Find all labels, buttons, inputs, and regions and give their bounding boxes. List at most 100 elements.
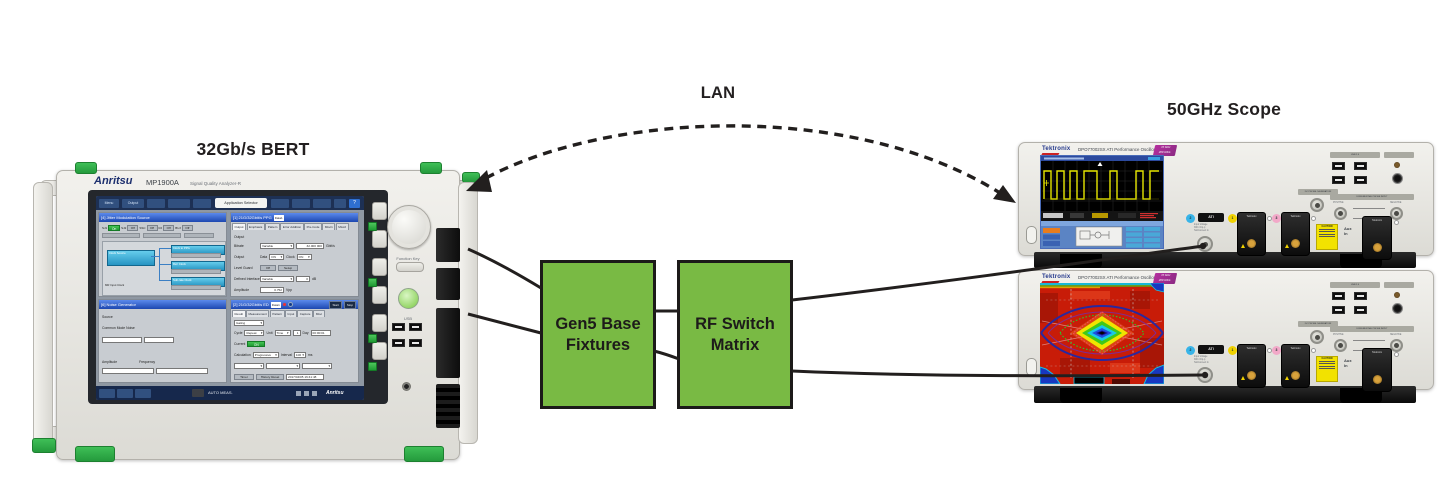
output-section-label: Output bbox=[234, 235, 245, 239]
ati-sub3: TekConnect In bbox=[1194, 361, 1209, 364]
probe-module: Tektronix bbox=[1281, 212, 1310, 256]
bert-heatsink bbox=[436, 384, 460, 428]
cable-gen5-to-rf-2 bbox=[653, 349, 680, 361]
jitter-value-cell bbox=[102, 233, 140, 238]
ref-clock-value bbox=[171, 269, 221, 274]
clock-on-value: ON bbox=[298, 255, 304, 259]
bert-model: MP1900A bbox=[146, 178, 179, 187]
offset-value: 0 bbox=[306, 277, 308, 281]
ppg-panel-title: [1] 21G/32Gbit/s PPG Data1 bbox=[231, 213, 358, 222]
chevron-down-icon: ▾ bbox=[275, 353, 277, 357]
usb-port bbox=[409, 323, 422, 331]
tab-error-addition: Error Addition bbox=[280, 223, 304, 230]
jitter-panel: [4] Jitter Modulation Source SJ1 On SJ2 … bbox=[98, 212, 227, 297]
usb-port bbox=[1332, 292, 1345, 300]
panel-dot bbox=[1267, 348, 1272, 353]
defined-interface-select: Variable▾ bbox=[260, 276, 294, 282]
clock-source-text: Clock Source bbox=[109, 250, 126, 255]
usb-port bbox=[1332, 176, 1345, 184]
calculation-select: Progressive▾ bbox=[252, 352, 279, 358]
badge-bottom-text: 200 GS/s bbox=[1158, 277, 1172, 282]
panel-dot bbox=[1267, 216, 1272, 221]
audio-jack-small bbox=[1394, 292, 1400, 298]
lan-dashed-arc bbox=[485, 124, 1001, 195]
statusbar-anritsu-logo: Anritsu bbox=[326, 389, 344, 396]
ati-label-chip: ATI bbox=[1198, 213, 1224, 222]
bitrate-row: Bitrate Variable▾ 32.000 000 Gbit/s bbox=[234, 242, 355, 250]
offset-field: 0 bbox=[296, 276, 310, 282]
ppg-tabs: Output Emphasis Pattern Error Addition P… bbox=[232, 223, 357, 230]
ed-panel: [2] 21G/32Gbit/s ED Data1 Start Stop Res… bbox=[230, 299, 359, 383]
ati-label-chip: ATI bbox=[1198, 345, 1224, 354]
noise-source-label: Source bbox=[102, 315, 113, 319]
bert-instrument: Anritsu MP1900A Signal Quality Analyzer-… bbox=[30, 158, 482, 464]
bitrate-value-field: 32.000 000 bbox=[296, 243, 324, 249]
clock-on-select: ON▾ bbox=[296, 254, 312, 260]
bert-right-handle bbox=[458, 182, 478, 444]
usb-label: USB bbox=[403, 316, 413, 321]
bert-model-desc: Signal Quality Analyzer-R bbox=[190, 181, 242, 186]
probe-connector bbox=[1247, 239, 1256, 248]
clock-to-ppg-value bbox=[171, 253, 221, 258]
chevron-down-icon: ▾ bbox=[290, 244, 292, 248]
softkey-button bbox=[372, 258, 387, 276]
statusbar-button bbox=[99, 388, 115, 398]
start-button: Start bbox=[329, 300, 342, 309]
cycle-label: Cycle bbox=[234, 331, 243, 335]
clock-label: Clock bbox=[286, 255, 295, 259]
probe-connector bbox=[1373, 243, 1382, 252]
application-selector-button: Application Selector bbox=[215, 198, 267, 208]
interval-label: Interval bbox=[280, 353, 292, 357]
tab-misc2: Misc2 bbox=[335, 223, 349, 230]
panel-dot bbox=[1394, 220, 1399, 225]
gen5-label-line1: Gen5 Base bbox=[555, 315, 641, 333]
usb-panel-label: USB 2.0 bbox=[1330, 152, 1380, 158]
unit-select: Time▾ bbox=[274, 330, 291, 336]
panel-dot bbox=[1311, 348, 1316, 353]
chevron-down-icon: ▾ bbox=[280, 255, 283, 259]
help-button: ? bbox=[349, 198, 360, 208]
channel-2-text: 2 bbox=[1189, 216, 1192, 220]
menu-button: Menu bbox=[99, 198, 119, 208]
status-indicator-dot bbox=[287, 302, 293, 307]
selector-row: ▾ ▾ ▾ bbox=[234, 362, 355, 370]
warning-triangle-icon bbox=[1241, 244, 1245, 248]
ref-clock-text: Ref. Clock bbox=[173, 261, 186, 266]
chevron-down-icon: ▾ bbox=[302, 353, 304, 357]
tab-output: Output bbox=[232, 223, 247, 230]
cycle-value: Repeat bbox=[246, 331, 257, 335]
probe-connector bbox=[1291, 371, 1300, 380]
channel-2-badge: 2 bbox=[1186, 214, 1195, 223]
power-button bbox=[398, 288, 419, 309]
usb-panel-label: USB 2.0 bbox=[1330, 282, 1380, 288]
clock-to-ppg-text: Clock to PPG bbox=[173, 245, 190, 250]
ati-sub1: Input Voltage bbox=[1194, 356, 1208, 358]
unit-label: Unit bbox=[266, 331, 273, 335]
amplitude-label: Amplitude bbox=[234, 288, 250, 292]
defined-interface-value: Variable bbox=[262, 277, 274, 281]
error-indicator-dot bbox=[282, 303, 286, 306]
green-key bbox=[368, 362, 377, 371]
gen5-base-fixtures-box: Gen5 Base Fixtures bbox=[540, 260, 656, 409]
noise-field bbox=[102, 337, 142, 343]
input-clock-label: MR Input Clock bbox=[105, 283, 125, 287]
statusbar-chip bbox=[192, 389, 204, 397]
noise-common-label: Common Mode Noise bbox=[102, 326, 135, 330]
channel-3-badge: 3 bbox=[1272, 214, 1281, 223]
scope-model-text: DPO77002SX ATI Performance Oscilloscope bbox=[1078, 275, 1166, 280]
unit-value: Time bbox=[276, 331, 284, 335]
channel-1-text: 1 bbox=[1231, 216, 1234, 220]
current-row: Current ON bbox=[234, 340, 355, 348]
jitter-toggle-row: SJ1 On SJ2 Off SSC Off RJ Off BUJ Off bbox=[102, 224, 223, 232]
bert-foot bbox=[75, 446, 115, 462]
bitrate-value: 32.000 000 bbox=[306, 244, 322, 248]
chevron-down-icon: ▾ bbox=[286, 331, 289, 335]
bert-label: 32Gb/s BERT bbox=[196, 139, 310, 159]
tektronix-logo: Tektronix bbox=[1042, 146, 1071, 152]
jitter-value-cell bbox=[184, 233, 214, 238]
scope-model-text: DPO77002SX ATI Performance Oscilloscope bbox=[1078, 147, 1166, 152]
calculation-label: Calculation bbox=[234, 353, 251, 357]
bert-connector-module bbox=[436, 308, 460, 378]
ppg-title-text: [1] 21G/32Gbit/s PPG bbox=[233, 215, 272, 220]
gating-select: Gating▾ bbox=[234, 320, 264, 326]
